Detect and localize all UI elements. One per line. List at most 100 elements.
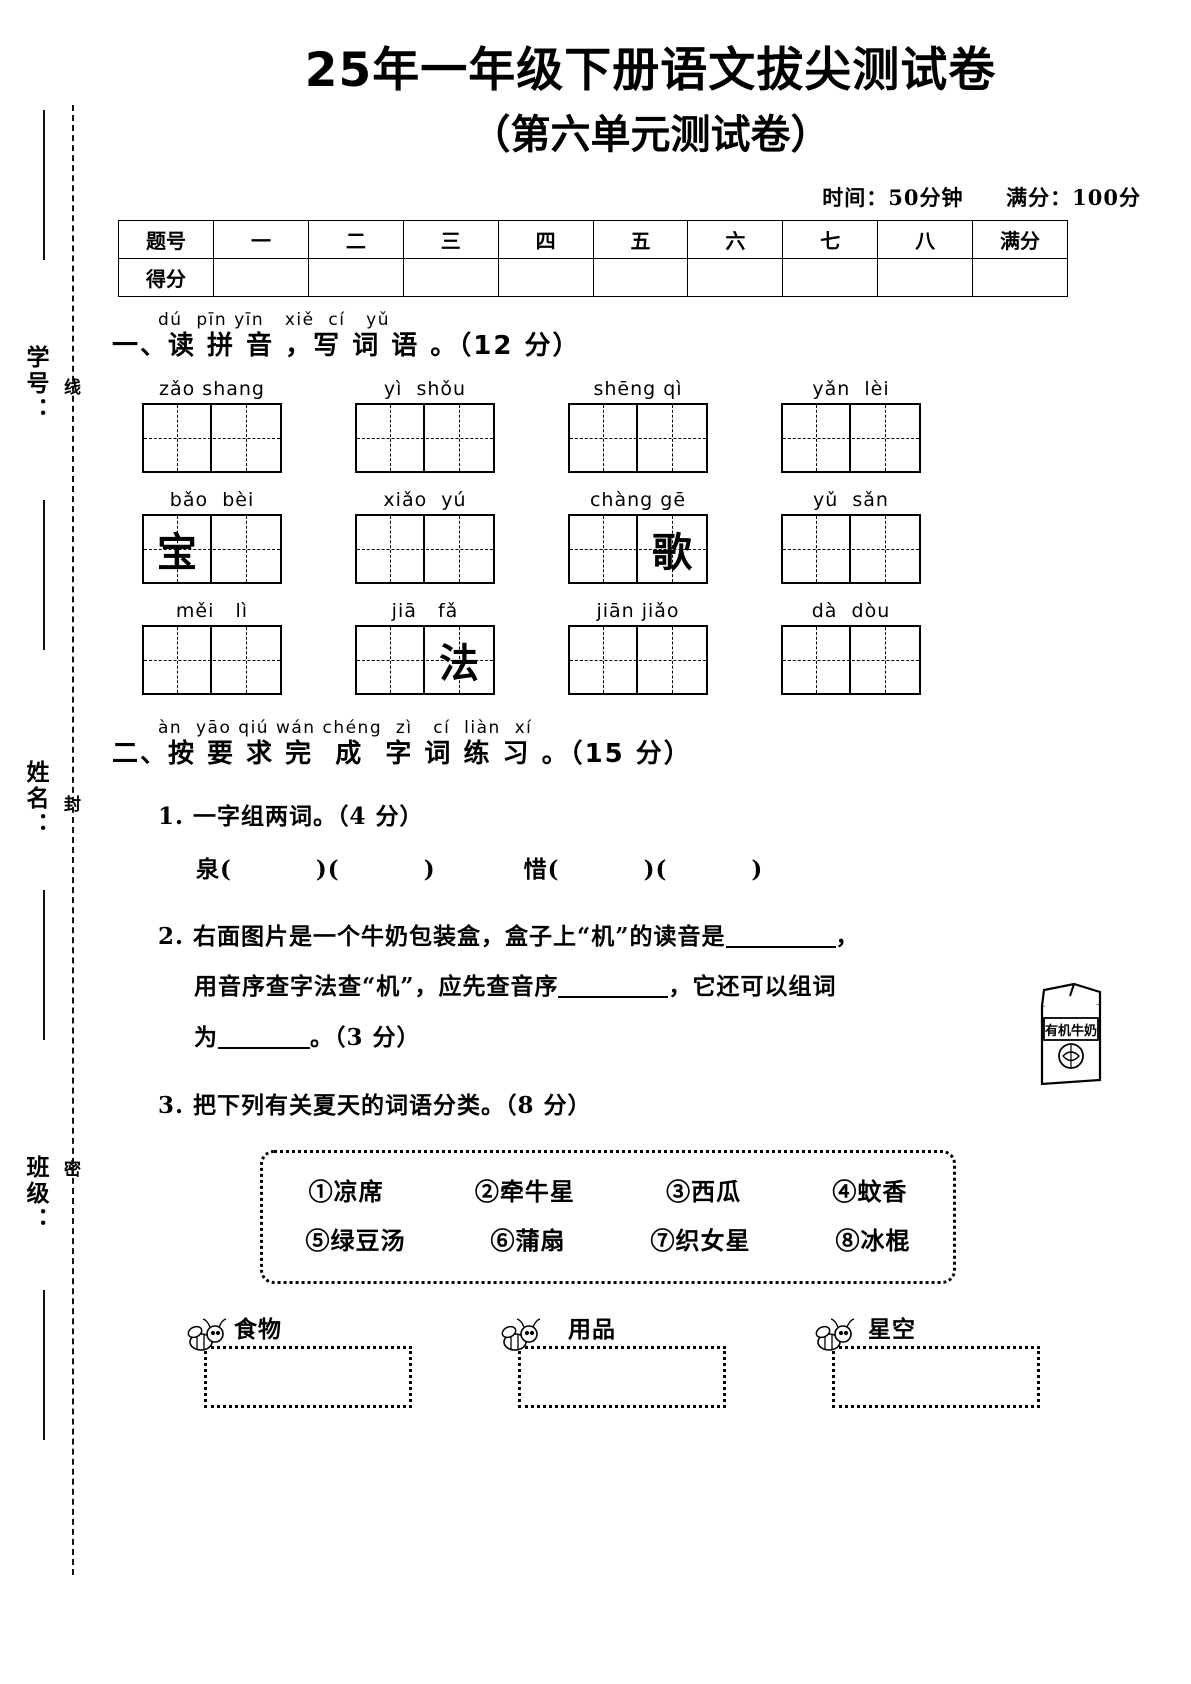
paren-mid: )( <box>315 855 340 883</box>
score-table-row-label-1: 题号 <box>118 220 214 260</box>
tianzige-box[interactable]: 法 <box>355 625 495 696</box>
word-bank-item[interactable]: ①凉席 <box>308 1176 384 1206</box>
category-label: 食物 <box>234 1316 282 1344</box>
bee-icon <box>815 1318 855 1351</box>
paren-end: ) <box>423 855 436 883</box>
seal-rule-2 <box>43 500 45 650</box>
word-item-3: shēng qì <box>568 378 781 474</box>
question-2-1: 1. 一字组两词。（4 分） <box>158 796 1191 839</box>
word-bank-item[interactable]: ④蚊香 <box>832 1176 908 1206</box>
question-2-2-line3: 为。（3 分） <box>194 1017 1191 1060</box>
seal-rule-1 <box>43 110 45 260</box>
tianzige-box[interactable] <box>568 625 708 696</box>
tianzige-box[interactable] <box>781 403 921 474</box>
score-cell-5[interactable] <box>592 258 689 298</box>
answer-blank-initial[interactable] <box>558 996 669 999</box>
seal-rule-4 <box>43 1290 45 1440</box>
exam-page: 25年一年级下册语文拔尖测试卷 （第六单元测试卷） 时间：50分钟 满分：100… <box>100 0 1191 1684</box>
seal-mark-seal: 封 <box>60 795 80 815</box>
score-col-6: 六 <box>687 220 784 260</box>
comma-1: ， <box>835 922 860 950</box>
question-text: 把下列有关夏天的词语分类。（8 分） <box>193 1092 592 1120</box>
word-bank-item[interactable]: ⑦织女星 <box>650 1225 751 1255</box>
tianzige-row-2: bǎo bèi 宝 xiǎo yú chàng gē 歌 yǔ sǎn <box>142 489 1191 585</box>
table-row-scores: 得分 <box>118 258 1068 298</box>
table-row-header: 题号 一 二 三 四 五 六 七 八 满分 <box>118 220 1068 260</box>
category-answer-box[interactable] <box>832 1346 1040 1409</box>
word-item-8: yǔ sǎn <box>781 489 994 585</box>
score-col-8: 八 <box>877 220 973 260</box>
page-subtitle: （第六单元测试卷） <box>470 112 831 159</box>
section-2: àn yāo qiú wán chéng zì cí liàn xí 二、按 要… <box>112 719 1191 770</box>
word-item-2: yì shǒu <box>355 378 568 474</box>
question-text-line2: 用音序查字法查“机”，应先查音序 <box>194 973 559 1001</box>
seal-field-name: 姓名： <box>22 760 48 838</box>
score-col-1: 一 <box>213 220 309 260</box>
word-pinyin: shēng qì <box>593 378 683 401</box>
score-col-7: 七 <box>782 220 879 260</box>
category-answer-box[interactable] <box>204 1346 412 1409</box>
score-col-2: 二 <box>307 220 404 260</box>
question-number: 3. <box>158 1092 185 1120</box>
score-cell-4[interactable] <box>497 258 594 298</box>
question-text-line3: 为 <box>194 1023 218 1051</box>
word-item-9: měi lì <box>142 600 355 696</box>
score-col-5: 五 <box>592 220 689 260</box>
word-pinyin: xiǎo yú <box>383 489 467 512</box>
tianzige-box[interactable]: 宝 <box>142 514 282 585</box>
tianzige-box[interactable] <box>568 403 708 474</box>
seal-field-student-number: 学号： <box>22 345 48 423</box>
bee-icon <box>187 1318 227 1351</box>
word-item-11: jiān jiǎo <box>568 600 781 696</box>
score-cell-8[interactable] <box>877 258 973 298</box>
tianzige-box[interactable]: 歌 <box>568 514 708 585</box>
tianzige-box[interactable] <box>142 625 282 696</box>
tianzige-box[interactable] <box>781 514 921 585</box>
paren-end: ) <box>751 855 764 883</box>
score-cell-1[interactable] <box>213 258 309 298</box>
score-col-4: 四 <box>497 220 594 260</box>
word-pinyin: jiā fǎ <box>391 600 459 623</box>
category-label: 用品 <box>568 1316 616 1344</box>
word-bank-row-1: ①凉席 ②牵牛星 ③西瓜 ④蚊香 <box>263 1167 953 1216</box>
seal-dashed-line <box>72 105 74 1575</box>
score-col-3: 三 <box>402 220 499 260</box>
char-prompt-xi: 惜( <box>523 855 560 883</box>
word-item-12: dà dòu <box>781 600 994 696</box>
tianzige-row-1: zǎo shang yì shǒu shēng qì yǎn lèi <box>142 378 1191 474</box>
category-answer-box[interactable] <box>518 1346 726 1409</box>
seal-rule-3 <box>43 890 45 1040</box>
word-bank-item[interactable]: ③西瓜 <box>666 1176 742 1206</box>
score-cell-6[interactable] <box>687 258 784 298</box>
tianzige-box[interactable] <box>781 625 921 696</box>
word-item-10: jiā fǎ 法 <box>355 600 568 696</box>
score-cell-2[interactable] <box>307 258 404 298</box>
tianzige-box[interactable] <box>355 514 495 585</box>
tianzige-box[interactable] <box>355 403 495 474</box>
question-2-3: 3. 把下列有关夏天的词语分类。（8 分） <box>158 1085 1191 1128</box>
answer-blank-pronunciation[interactable] <box>725 945 836 948</box>
question-number: 2. <box>158 922 185 950</box>
score-cell-9[interactable] <box>972 258 1068 298</box>
seal-strip: 学号： 姓名： 班级： 线 封 密 <box>0 0 100 1684</box>
score-cell-7[interactable] <box>782 258 879 298</box>
milk-carton-image: 有机牛奶 <box>1040 982 1102 1086</box>
word-bank-item[interactable]: ⑤绿豆汤 <box>305 1225 406 1255</box>
tianzige-box[interactable] <box>142 403 282 474</box>
page-title: 25年一年级下册语文拔尖测试卷 <box>304 43 997 98</box>
word-bank-row-2: ⑤绿豆汤 ⑥蒲扇 ⑦织女星 ⑧冰棍 <box>263 1216 953 1265</box>
word-pinyin: yǔ sǎn <box>813 489 889 512</box>
score-cell-3[interactable] <box>402 258 499 298</box>
word-pinyin: dà dòu <box>811 600 891 623</box>
word-pinyin: yǎn lèi <box>812 378 890 401</box>
question-number: 1. <box>158 803 185 831</box>
word-bank-item[interactable]: ⑥蒲扇 <box>490 1225 566 1255</box>
answer-blank-word[interactable] <box>218 1046 310 1049</box>
score-table: 题号 一 二 三 四 五 六 七 八 满分 得分 <box>118 220 1068 298</box>
total-score: 满分：100分 <box>1006 185 1141 211</box>
section-1: dú pīn yīn xiě cí yǔ 一、读 拼 音 ，写 词 语 。（12… <box>112 311 1191 362</box>
word-bank-item[interactable]: ②牵牛星 <box>474 1176 575 1206</box>
section-1-heading: 一、读 拼 音 ，写 词 语 。（12 分） <box>112 330 581 361</box>
word-bank-item[interactable]: ⑧冰棍 <box>835 1225 911 1255</box>
question-2-2-line2: 用音序查字法查“机”，应先查音序，它还可以组词 <box>194 966 1191 1009</box>
